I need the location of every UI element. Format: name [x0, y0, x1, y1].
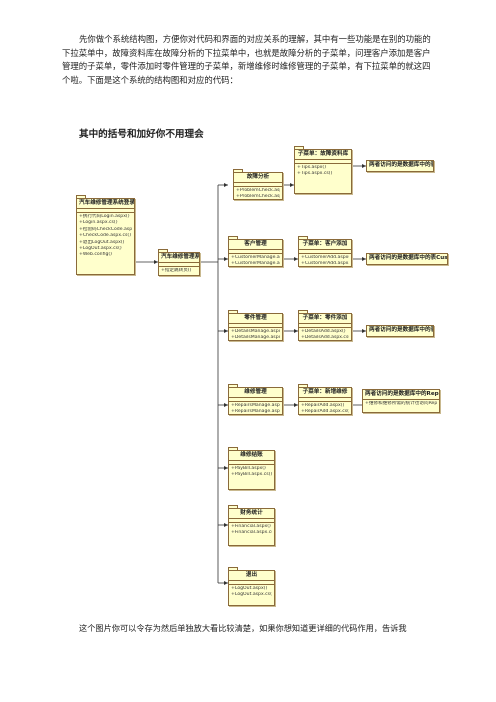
fault-submenu-item: +Tips.aspx() [297, 165, 326, 170]
repair-bill-item: +PayBill.aspx() [231, 466, 266, 471]
package-tab [233, 169, 243, 172]
repair-manage-item: +RepairsManage.aspx() [231, 403, 280, 408]
finance-box: 财务统计 +Financial.aspx() +Financial.aspx.c… [228, 508, 275, 546]
parts-manage-item: +DetailsManage.aspx.cs() [231, 335, 280, 341]
repair-submenu-box: 子菜单：新增维修 +RepairAdd.aspx() +RepairAdd.as… [298, 387, 352, 415]
package-tab [76, 195, 86, 198]
parts-submenu-item: +DetailsAdd.aspx() [301, 329, 346, 334]
fault-db-title: 两者访问的是数据库中的表Tips [369, 162, 433, 168]
package-tab [228, 384, 238, 387]
repair-manage-title: 维修管理 [229, 388, 282, 398]
repair-db-item: +维修和维修所需的统计也访问Repairs表 [365, 401, 437, 406]
login-box: 汽车维修管理系统登录界面 +执行代码Login.aspx() +Login.as… [76, 198, 135, 275]
logout-box: 退出 +LogOut.aspx() +LogOut.aspx.cs() [228, 570, 275, 606]
fault-analysis-title: 故障分析 [234, 173, 282, 183]
fault-analysis-box: 故障分析 +ProblemCheck.aspx() +ProblemCheck.… [233, 172, 283, 200]
parts-manage-item: +DetailsManage.aspx() [231, 329, 280, 334]
login-item: +CheckCode.aspx.cs() [79, 233, 132, 239]
package-tab [228, 310, 238, 313]
package-tab [228, 447, 238, 450]
customer-db-title: 两者访问的是数据库中的表Customers [369, 255, 447, 261]
login-item: +Web.config() [79, 252, 112, 258]
package-tab [294, 146, 304, 149]
parts-submenu-title: 子菜单：零件添加 [299, 314, 351, 324]
login-item: +Login.aspx.cs() [79, 220, 118, 226]
repair-submenu-title: 子菜单：新增维修 [299, 388, 351, 398]
repair-manage-box: 维修管理 +RepairsManage.aspx() +RepairsManag… [228, 387, 283, 415]
repair-submenu-item: +RepairAdd.aspx() [301, 403, 345, 408]
parts-db-title: 两者访问的是数据库中的表Details表 [369, 327, 433, 333]
finance-item: +Financial.aspx.cs() [231, 530, 272, 536]
repair-bill-item: +PayBill.aspx.cs() [231, 472, 272, 478]
repair-db-title: 两者访问的是数据库中的Repairs表 [363, 390, 439, 400]
intro-paragraph: 先你做个系统结构图，方便你对代码和界面的对应关系的理解，其中有一些功能是在别的功… [62, 34, 431, 85]
fault-submenu-box: 子菜单：故障资料库 +Tips.aspx() +Tips.aspx.cs() [294, 149, 352, 194]
repair-submenu-item: +RepairAdd.aspx.cs() [301, 409, 349, 415]
parts-submenu-item: +DetailsAdd.aspx.cs() [301, 335, 349, 341]
logout-item: +LogOut.aspx.cs() [231, 592, 272, 598]
fault-analysis-item: +ProblemCheck.aspx() [236, 188, 280, 193]
package-tab [228, 236, 238, 239]
finance-item: +Financial.aspx() [231, 524, 271, 529]
logout-item: +LogOut.aspx() [231, 586, 268, 591]
package-tab [298, 310, 308, 313]
customer-submenu-box: 子菜单：客户添加 +CustomerAdd.aspx() +CustomerAd… [298, 239, 352, 267]
footer-text: 这个图片你可以令存为然后单独放大看比较清楚，如果你想知道更详细的代码作用，告诉我 [79, 623, 407, 633]
main-system-box: 汽车维修管理系统 +指定跳转页() [158, 252, 200, 276]
package-tab [228, 505, 238, 508]
login-box-items: +执行代码Login.aspx() +Login.aspx.cs() +检验码C… [77, 213, 134, 260]
customer-manage-box: 客户管理 +CustomerManage.aspx() +CustomerMan… [228, 239, 283, 267]
customer-submenu-item: +CustomerAdd.aspx() [301, 255, 349, 260]
repair-db-box: 两者访问的是数据库中的Repairs表 +维修和维修所需的统计也访问Repair… [362, 389, 440, 413]
main-system-title: 汽车维修管理系统 [159, 253, 199, 263]
customer-db-box: 两者访问的是数据库中的表Customers [366, 253, 448, 265]
main-system-item: +指定跳转页() [161, 268, 192, 273]
login-item: +LogOut.aspx.cs() [79, 246, 122, 252]
parts-db-box: 两者访问的是数据库中的表Details表 [366, 325, 434, 337]
customer-submenu-title: 子菜单：客户添加 [299, 240, 351, 250]
intro-bold-note: 其中的括号和加好你不用理会 [79, 129, 204, 140]
login-box-title: 汽车维修管理系统登录界面 [77, 199, 134, 209]
login-item: +检验码CheckCode.aspx() [79, 226, 132, 232]
repair-bill-title: 维修结账 [229, 451, 274, 461]
fault-submenu-title: 子菜单：故障资料库 [295, 150, 351, 160]
login-item: +执行代码Login.aspx() [79, 214, 130, 219]
package-tab [158, 249, 168, 252]
customer-manage-title: 客户管理 [229, 240, 282, 250]
repair-bill-box: 维修结账 +PayBill.aspx() +PayBill.aspx.cs() [228, 450, 275, 490]
package-tab [298, 236, 308, 239]
fault-db-box: 两者访问的是数据库中的表Tips [366, 160, 434, 172]
package-tab [298, 384, 308, 387]
repair-manage-item: +RepairsManage.aspx.cs() [231, 409, 280, 415]
login-item: +退出LogOut.aspx() [79, 239, 125, 245]
customer-manage-item: +CustomerManage.aspx.cs() [231, 261, 280, 267]
fault-analysis-item: +ProblemCheck.aspx.cs() [236, 194, 280, 200]
customer-submenu-item: +CustomerAdd.aspx.cs() [301, 261, 349, 267]
finance-title: 财务统计 [229, 509, 274, 519]
parts-submenu-box: 子菜单：零件添加 +DetailsAdd.aspx() +DetailsAdd.… [298, 313, 352, 341]
customer-manage-item: +CustomerManage.aspx() [231, 255, 280, 260]
parts-manage-title: 零件管理 [229, 314, 282, 324]
parts-manage-box: 零件管理 +DetailsManage.aspx() +DetailsManag… [228, 313, 283, 341]
fault-submenu-item: +Tips.aspx.cs() [297, 171, 333, 177]
package-tab [228, 567, 238, 570]
logout-title: 退出 [229, 571, 274, 581]
